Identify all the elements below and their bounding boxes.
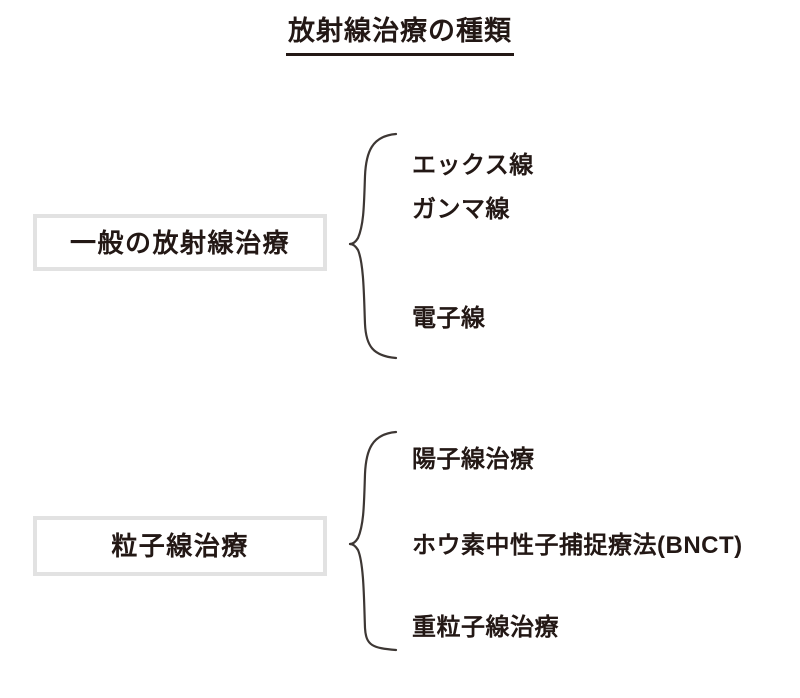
category-label-particle: 粒子線治療 <box>111 531 249 561</box>
list-item: ガンマ線 <box>412 196 510 223</box>
brace-particle-lower <box>348 542 398 652</box>
category-box-general: 一般の放射線治療 <box>33 214 327 271</box>
list-item: エックス線 <box>412 152 534 179</box>
brace-particle-upper <box>348 430 398 546</box>
page-title: 放射線治療の種類 <box>0 14 800 56</box>
list-item: ホウ素中性子捕捉療法(BNCT) <box>412 532 743 559</box>
page-title-text: 放射線治療の種類 <box>286 14 514 56</box>
list-item: 重粒子線治療 <box>412 614 559 641</box>
brace-general-lower <box>348 242 398 360</box>
list-item: 陽子線治療 <box>412 446 535 473</box>
brace-general-upper <box>348 132 398 246</box>
category-box-particle: 粒子線治療 <box>33 516 327 576</box>
list-item: 電子線 <box>412 305 486 332</box>
category-label-general: 一般の放射線治療 <box>69 227 290 258</box>
